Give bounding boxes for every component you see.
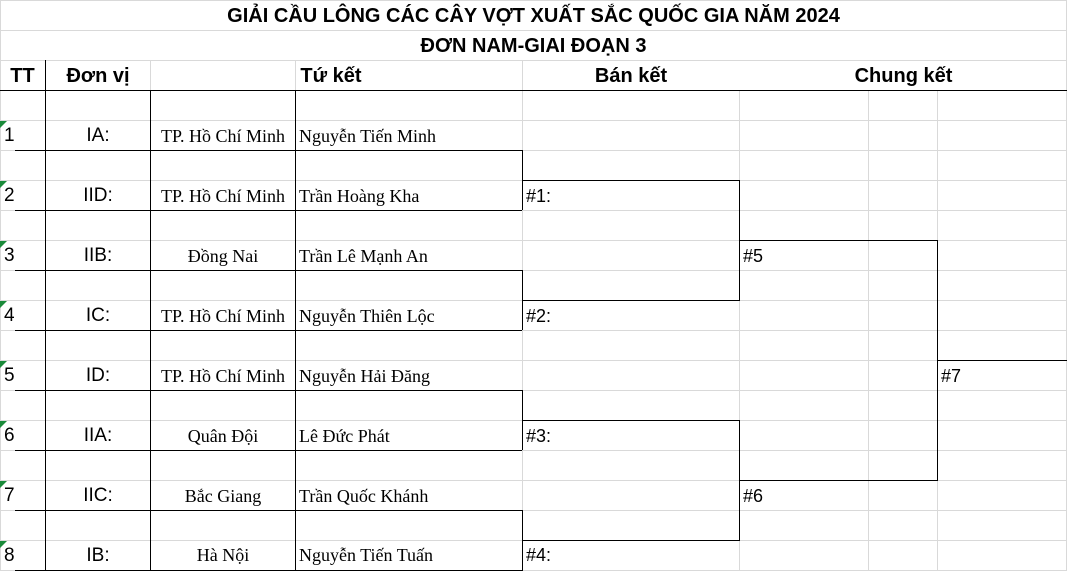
player-number: 4 xyxy=(4,305,15,326)
player-number: 7 xyxy=(4,485,15,506)
header-final: Chung kết xyxy=(854,64,953,87)
column-border xyxy=(45,60,46,571)
row-border xyxy=(15,330,522,331)
bracket-line xyxy=(739,240,937,241)
comment-indicator xyxy=(0,121,7,128)
gridline xyxy=(0,510,1067,511)
header-border xyxy=(0,90,1067,91)
player-code: IIC: xyxy=(83,485,113,506)
match-label: #4: xyxy=(526,545,552,565)
player-number: 2 xyxy=(4,185,15,206)
player-name: Trần Hoàng Kha xyxy=(299,185,420,206)
player-number: 8 xyxy=(4,544,15,566)
comment-indicator xyxy=(0,181,7,188)
gridline xyxy=(0,390,1067,391)
page-subtitle: ĐƠN NAM-GIAI ĐOẠN 3 xyxy=(420,34,647,57)
row-border xyxy=(15,390,522,391)
player-code: IIB: xyxy=(83,245,113,266)
row-border xyxy=(15,450,522,451)
match-label: #7 xyxy=(941,365,962,386)
gridline xyxy=(0,0,1067,1)
match-label: #5 xyxy=(743,245,764,266)
player-code: IB: xyxy=(86,544,110,566)
row-border xyxy=(15,210,522,211)
bracket-line xyxy=(522,420,739,421)
gridline xyxy=(0,480,1067,481)
header-quarterfinal: Tứ kết xyxy=(300,64,362,87)
gridline xyxy=(0,30,1067,31)
match-label: #3: xyxy=(526,425,552,446)
match-label: #1: xyxy=(526,185,552,206)
player-name: Nguyễn Tiến Tuấn xyxy=(299,545,434,565)
player-name: Nguyễn Tiến Minh xyxy=(299,125,437,146)
player-code: ID: xyxy=(85,365,111,386)
match-label: #2: xyxy=(526,305,552,326)
player-unit: Đồng Nai xyxy=(187,245,259,266)
comment-indicator xyxy=(0,541,7,548)
player-unit: TP. Hồ Chí Minh xyxy=(160,305,286,326)
comment-indicator xyxy=(0,301,7,308)
player-number: 5 xyxy=(4,365,15,386)
header-semifinal: Bán kết xyxy=(594,64,668,87)
comment-indicator xyxy=(0,421,7,428)
gridline xyxy=(0,60,1067,61)
bracket-line xyxy=(937,360,1067,361)
bracket-line xyxy=(522,300,739,301)
row-border xyxy=(15,270,522,271)
header-tt: TT xyxy=(10,64,35,87)
gridline xyxy=(0,360,1067,361)
gridline xyxy=(0,270,1067,271)
row-border xyxy=(15,510,522,511)
player-unit: Hà Nội xyxy=(196,545,250,565)
player-unit: TP. Hồ Chí Minh xyxy=(160,365,286,386)
player-name: Trần Lê Mạnh An xyxy=(299,245,428,266)
gridline xyxy=(0,330,1067,331)
player-name: Nguyễn Thiên Lộc xyxy=(299,305,435,326)
player-unit: Quân Đội xyxy=(187,425,259,446)
player-code: IID: xyxy=(83,185,113,206)
player-number: 6 xyxy=(4,425,15,446)
player-unit: TP. Hồ Chí Minh xyxy=(160,125,286,146)
gridline xyxy=(0,450,1067,451)
row-border xyxy=(15,150,522,151)
player-code: IIA: xyxy=(83,425,113,446)
player-code: IA: xyxy=(86,125,110,146)
player-name: Nguyễn Hải Đăng xyxy=(299,365,430,386)
gridline xyxy=(0,0,1,571)
comment-indicator xyxy=(0,241,7,248)
comment-indicator xyxy=(0,481,7,488)
bracket-line xyxy=(522,540,739,541)
player-unit: Bắc Giang xyxy=(184,485,262,506)
player-name: Trần Quốc Khánh xyxy=(299,485,429,506)
gridline xyxy=(0,210,1067,211)
match-label: #6 xyxy=(743,485,764,506)
bracket-line xyxy=(739,480,937,481)
player-number: 1 xyxy=(4,125,15,146)
header-unit: Đơn vị xyxy=(66,64,130,87)
comment-indicator xyxy=(0,361,7,368)
player-number: 3 xyxy=(4,245,15,266)
player-unit: TP. Hồ Chí Minh xyxy=(160,185,286,206)
gridline xyxy=(0,240,1067,241)
bracket-line xyxy=(522,180,739,181)
player-name: Lê Đức Phát xyxy=(299,425,390,446)
page-title: GIẢI CẦU LÔNG CÁC CÂY VỢT XUẤT SẮC QUỐC … xyxy=(227,4,840,27)
gridline xyxy=(0,120,1067,121)
player-code: IC: xyxy=(85,305,111,326)
gridline xyxy=(0,150,1067,151)
